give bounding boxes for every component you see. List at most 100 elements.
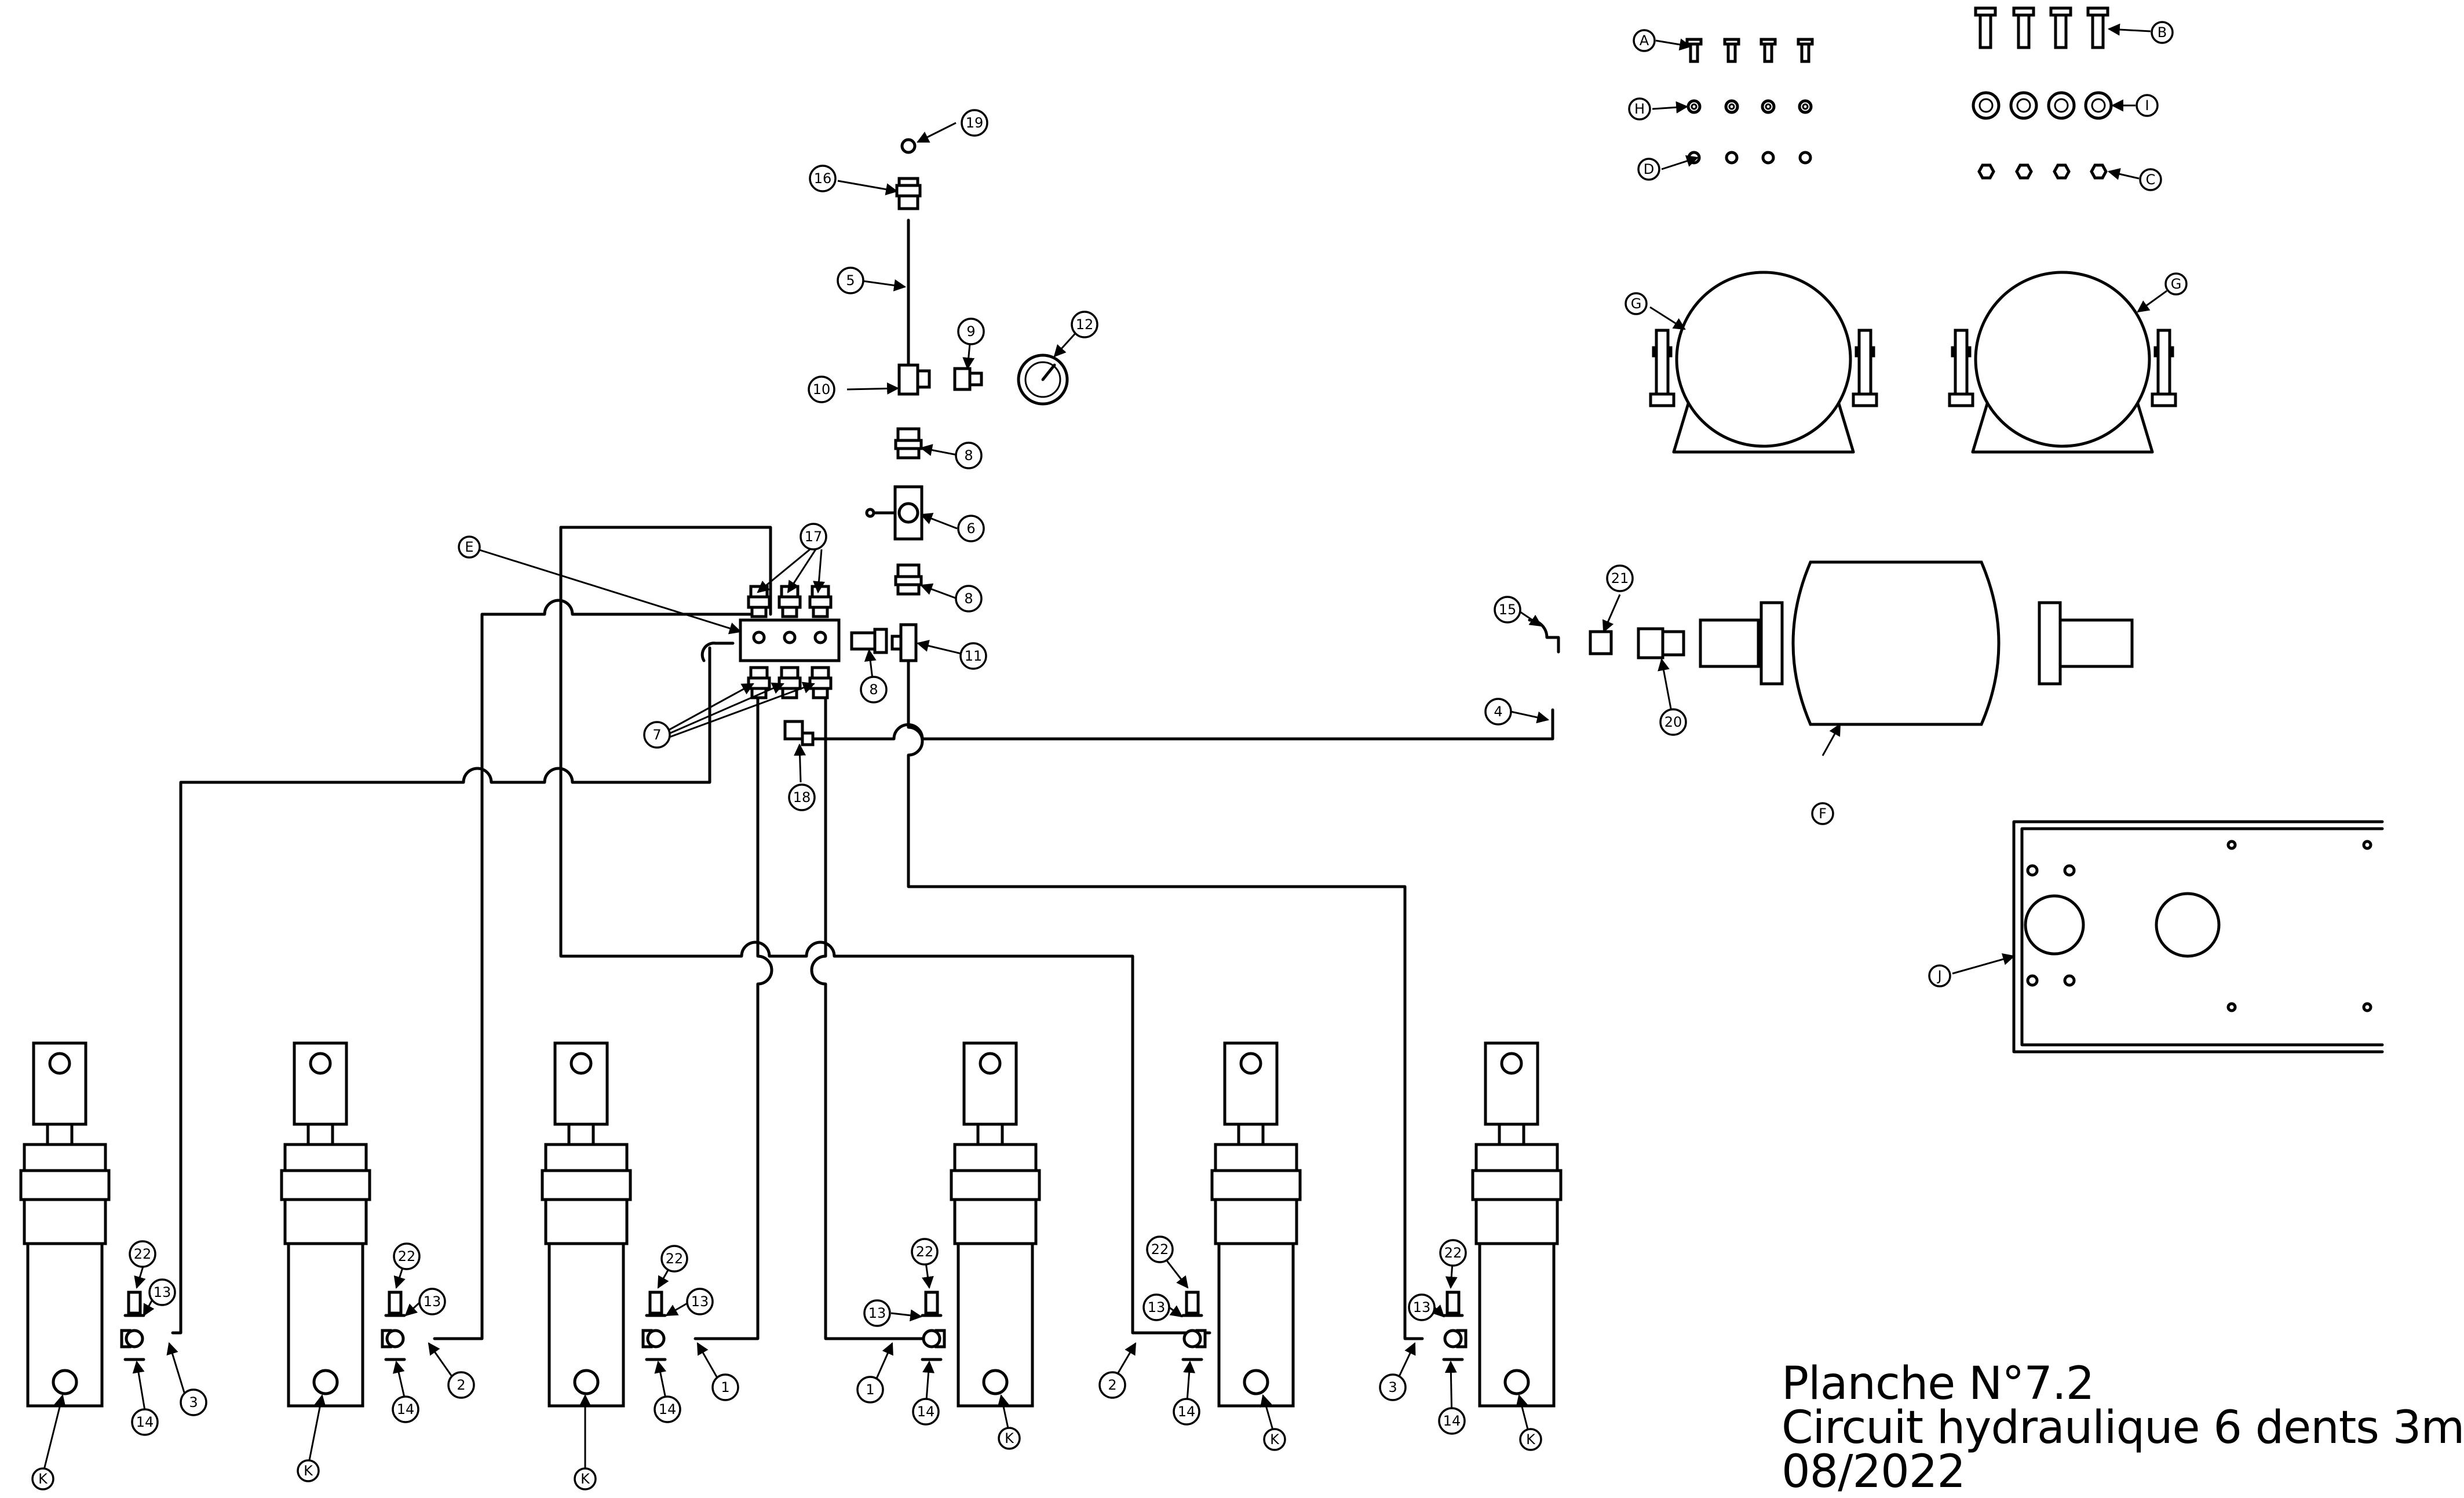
- title-block: Planche N°7.2 Circuit hydraulique 6 dent…: [1782, 1361, 2464, 1498]
- callout-2-c2: 2: [447, 1371, 475, 1399]
- callout-K-4: K: [998, 1427, 1021, 1450]
- callout-14-c2: 14: [392, 1395, 419, 1423]
- cylinders: [21, 1043, 1561, 1406]
- callouts: A B C D E F G G H I J K K K K K K 19 16 …: [31, 21, 2188, 1490]
- gauge-stack: [865, 138, 1069, 596]
- cylinder-4: [951, 1043, 1039, 1406]
- callout-8-mid: 8: [955, 585, 983, 613]
- svg-text:22: 22: [398, 1248, 416, 1264]
- callout-19: 19: [961, 109, 988, 137]
- tank-left: [1651, 272, 1877, 452]
- cylinder-6: [1473, 1043, 1561, 1406]
- callout-22-c6: 22: [1439, 1239, 1467, 1267]
- callout-22-c5: 22: [1146, 1235, 1174, 1263]
- svg-text:22: 22: [666, 1251, 684, 1267]
- callout-I: I: [2136, 94, 2159, 117]
- hydraulic-pump: [1528, 560, 2134, 726]
- callout-7: 7: [643, 721, 671, 749]
- cylinder-2: [282, 1043, 370, 1406]
- callout-8-top: 8: [955, 442, 983, 469]
- svg-text:11: 11: [965, 648, 983, 664]
- callout-G-right: G: [2164, 272, 2188, 296]
- callout-13-c1: 13: [148, 1278, 176, 1306]
- callout-A: A: [1633, 29, 1656, 52]
- callout-1-c4: 1: [856, 1376, 884, 1404]
- callout-18: 18: [788, 783, 816, 811]
- cylinder-3: [542, 1043, 630, 1406]
- callout-13-c2: 13: [418, 1288, 446, 1315]
- callout-16: 16: [809, 165, 837, 192]
- callout-B: B: [2151, 21, 2174, 44]
- callout-10: 10: [808, 376, 835, 403]
- svg-text:D: D: [1644, 161, 1654, 177]
- callout-13-c5: 13: [1142, 1293, 1170, 1321]
- callout-13-c3: 13: [686, 1288, 714, 1315]
- svg-text:14: 14: [136, 1414, 154, 1430]
- svg-text:8: 8: [964, 447, 973, 464]
- svg-text:H: H: [1634, 101, 1645, 117]
- svg-text:1: 1: [866, 1382, 874, 1398]
- svg-text:G: G: [2171, 276, 2182, 292]
- callout-5: 5: [837, 267, 864, 294]
- svg-text:14: 14: [917, 1404, 935, 1420]
- svg-text:14: 14: [1443, 1413, 1461, 1429]
- svg-text:F: F: [1819, 806, 1827, 822]
- svg-text:14: 14: [659, 1401, 677, 1417]
- callout-14-c4: 14: [912, 1398, 940, 1426]
- svg-text:2: 2: [1108, 1377, 1116, 1393]
- hardware-bolts-small: [1685, 38, 1814, 165]
- callout-14-c6: 14: [1438, 1407, 1466, 1435]
- svg-text:6: 6: [966, 520, 975, 537]
- svg-text:14: 14: [397, 1401, 415, 1417]
- callout-14-c5: 14: [1173, 1398, 1200, 1426]
- cylinder-1: [21, 1043, 109, 1406]
- callout-22-c1: 22: [129, 1240, 156, 1268]
- callout-H: H: [1628, 97, 1651, 121]
- callout-22-c3: 22: [660, 1245, 688, 1273]
- callout-K-1: K: [31, 1467, 54, 1490]
- callout-6: 6: [957, 515, 985, 542]
- svg-text:1: 1: [721, 1379, 729, 1395]
- hydraulic-circuit-drawing: A B C D E F G G H I J K K K K K K 19 16 …: [0, 6, 2384, 1490]
- svg-text:17: 17: [805, 529, 823, 545]
- callout-12: 12: [1071, 311, 1098, 338]
- svg-text:22: 22: [1444, 1245, 1462, 1261]
- tank-right: [1950, 272, 2175, 452]
- svg-text:8: 8: [964, 591, 973, 607]
- callout-K-5: K: [1263, 1428, 1286, 1451]
- callout-22-c2: 22: [393, 1242, 421, 1270]
- callout-E: E: [458, 535, 481, 559]
- svg-text:13: 13: [424, 1293, 441, 1310]
- callout-17: 17: [800, 523, 827, 551]
- svg-text:10: 10: [813, 381, 831, 398]
- svg-text:13: 13: [1413, 1299, 1431, 1315]
- hardware-bolts-large: [1972, 6, 2113, 180]
- svg-text:I: I: [2145, 97, 2149, 114]
- svg-text:15: 15: [1499, 602, 1517, 618]
- svg-text:22: 22: [134, 1246, 152, 1262]
- callout-J: J: [1928, 964, 1951, 987]
- callout-9: 9: [957, 318, 985, 345]
- svg-text:K: K: [304, 1463, 313, 1479]
- manifold-block: [700, 586, 918, 746]
- callout-D: D: [1637, 158, 1660, 181]
- callout-1-c3: 1: [711, 1373, 739, 1401]
- svg-text:22: 22: [916, 1244, 934, 1260]
- svg-text:3: 3: [189, 1394, 198, 1410]
- callout-3-c1: 3: [180, 1388, 207, 1416]
- callout-13-c6: 13: [1408, 1293, 1436, 1321]
- svg-text:5: 5: [846, 272, 855, 289]
- callout-15: 15: [1494, 596, 1521, 624]
- callout-8-low: 8: [860, 676, 888, 704]
- svg-text:3: 3: [1388, 1379, 1397, 1395]
- svg-text:K: K: [38, 1471, 48, 1487]
- svg-text:13: 13: [691, 1293, 709, 1310]
- svg-text:K: K: [581, 1471, 590, 1487]
- svg-text:13: 13: [868, 1305, 886, 1321]
- callout-20: 20: [1659, 708, 1687, 736]
- svg-text:B: B: [2158, 24, 2167, 41]
- callout-21: 21: [1606, 564, 1634, 592]
- callout-22-c4: 22: [911, 1238, 939, 1266]
- drawing-date: 08/2022: [1782, 1446, 1966, 1498]
- callout-K-2: K: [297, 1459, 320, 1482]
